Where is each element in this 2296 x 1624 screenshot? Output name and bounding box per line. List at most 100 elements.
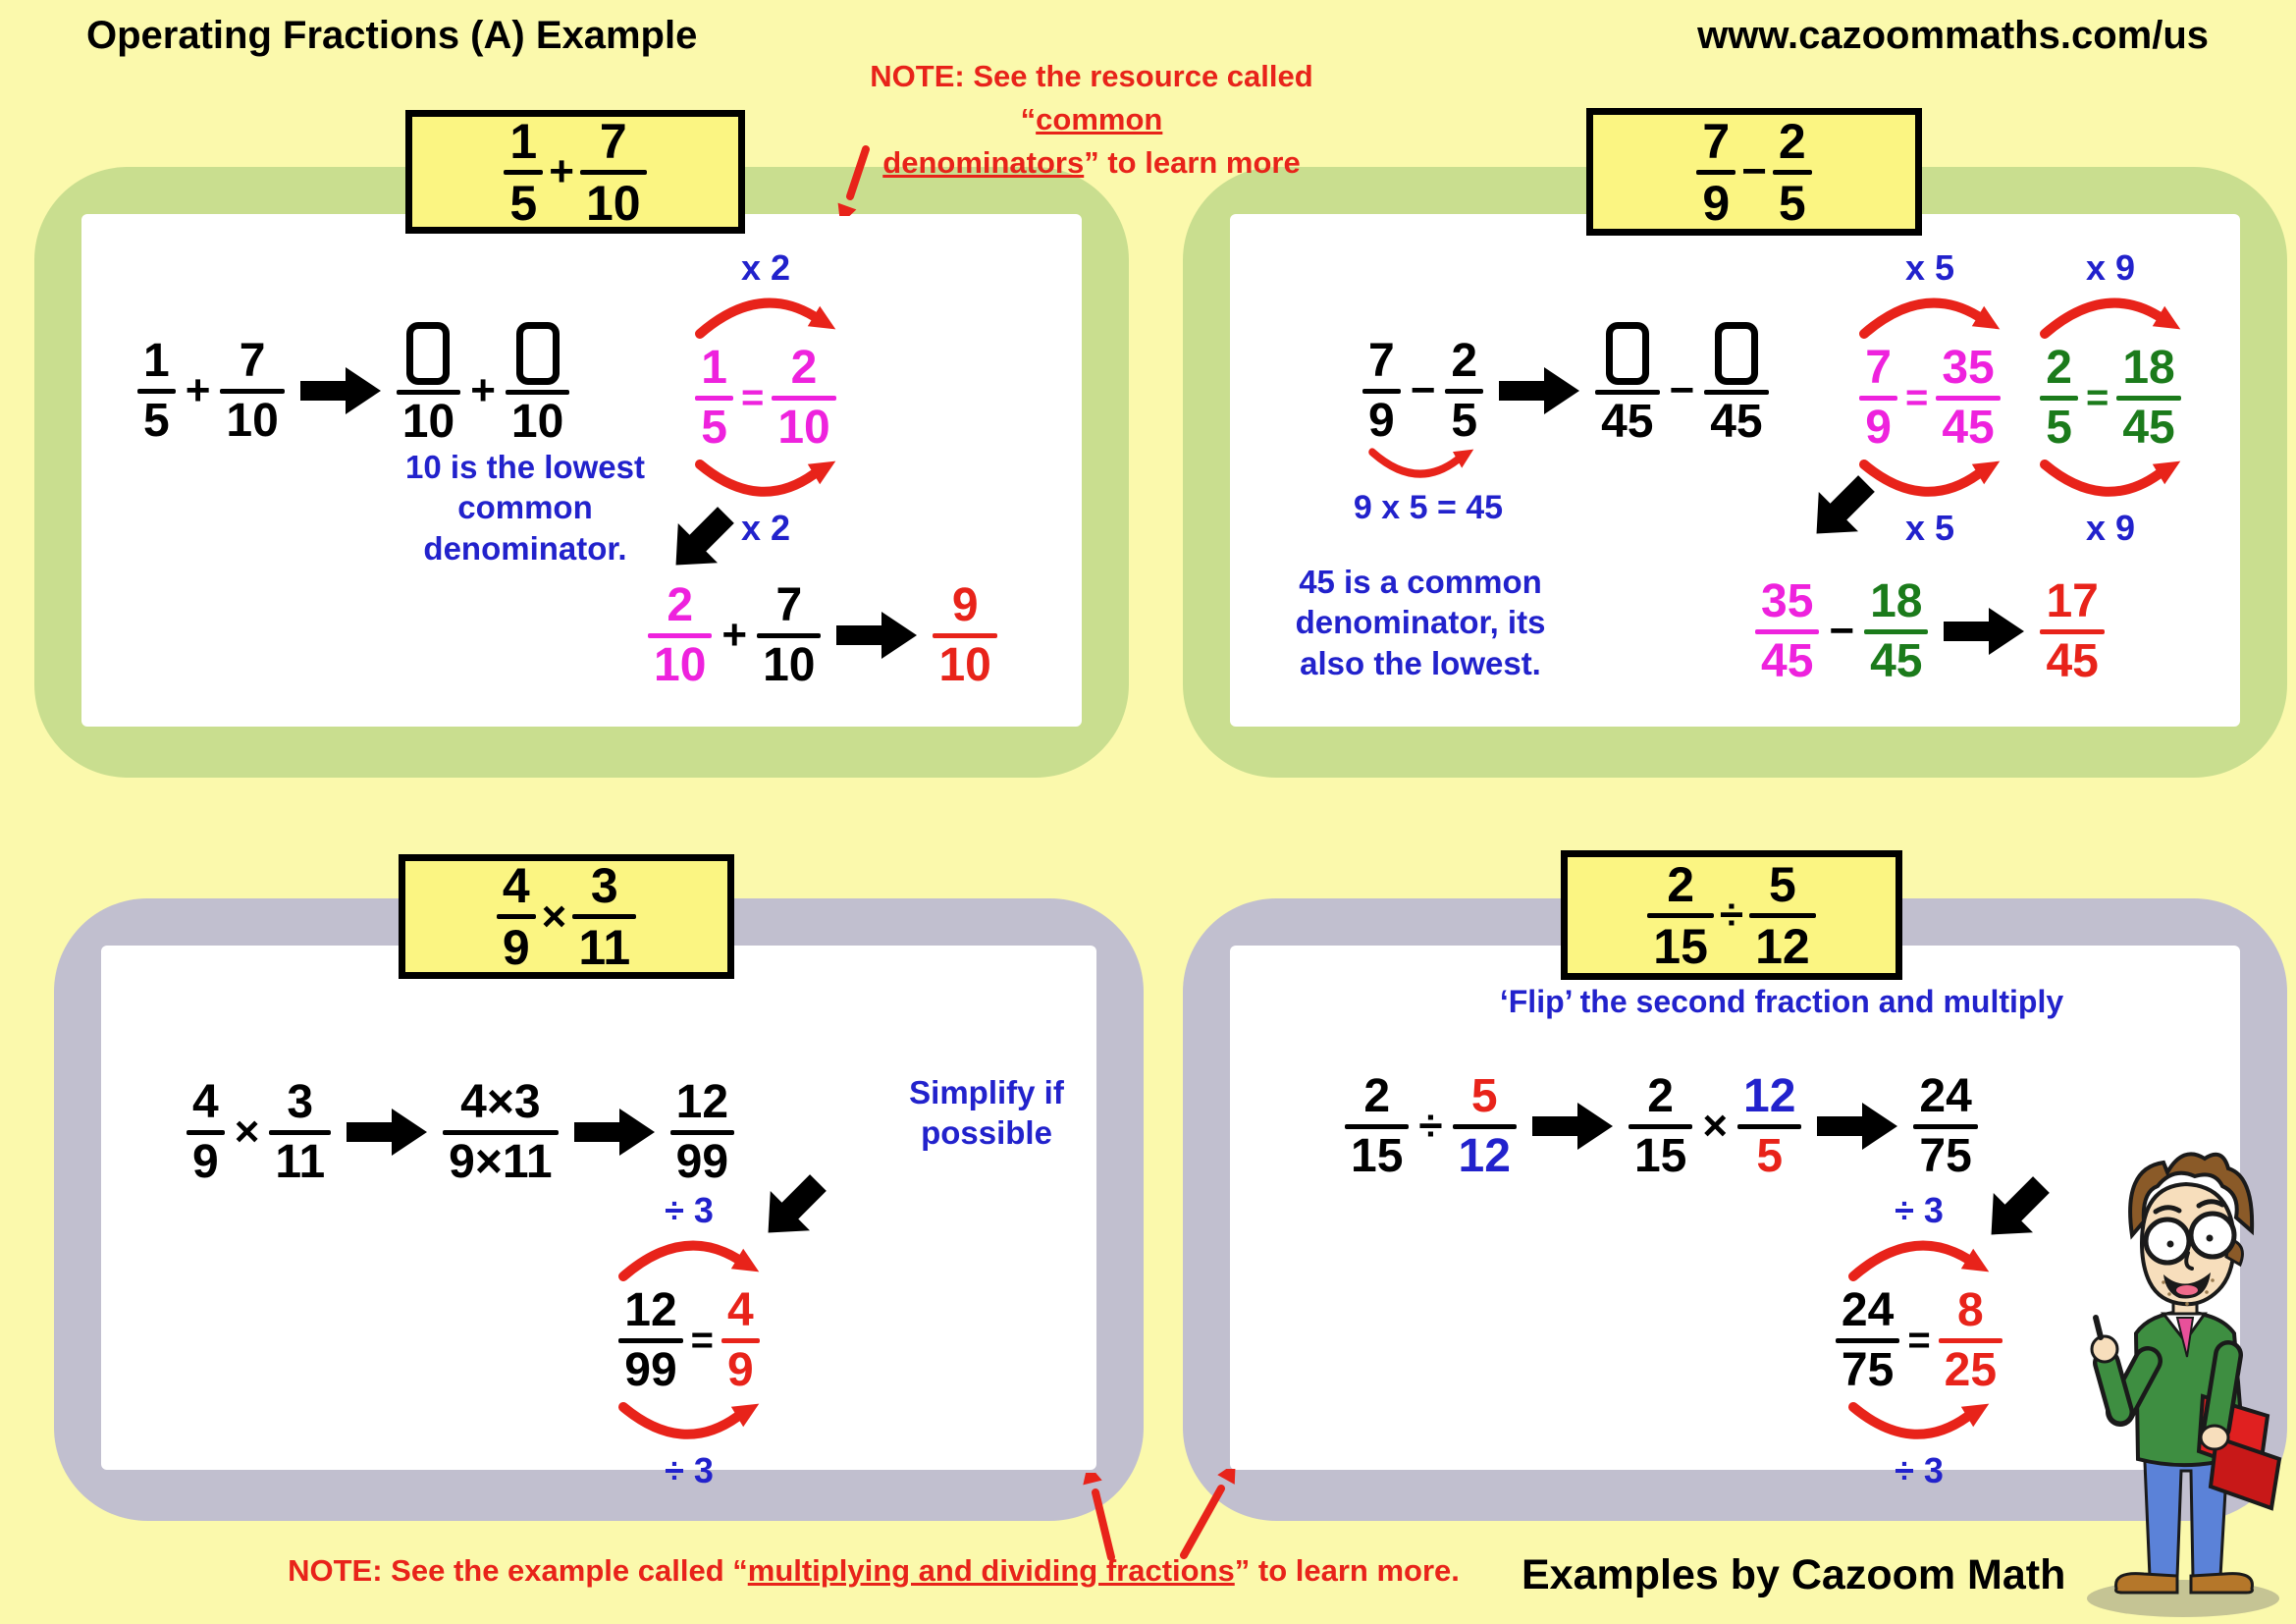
curve-arrow-icon (2037, 457, 2184, 506)
fraction-with-empty-box: 45 (1595, 322, 1660, 447)
curve-arrow-icon (1366, 446, 1476, 485)
fraction-with-empty-box: 10 (505, 322, 570, 447)
empty-box (515, 322, 560, 385)
empty-box (406, 322, 451, 385)
note-bottom: NOTE: See the example called “multiplyin… (288, 1553, 1460, 1588)
equals-sign: = (1904, 375, 1929, 419)
multiplier-label: x 2 (740, 507, 791, 548)
down-left-arrow-icon (654, 493, 748, 587)
multiplier-label: x 2 (740, 247, 791, 288)
right-arrow-icon (1499, 364, 1580, 417)
divisor-label: ÷ 3 (665, 1449, 714, 1490)
equals-sign: = (690, 1318, 715, 1362)
note-bottom-arrow-icon (1083, 1473, 1115, 1561)
curve-arrow-icon (1856, 457, 2003, 506)
right-arrow-icon (573, 1106, 655, 1159)
curve-arrow-icon (615, 1233, 763, 1282)
note-top-arrow-icon (837, 145, 870, 216)
right-arrow-icon (1944, 605, 2025, 658)
operator: − (1741, 147, 1767, 195)
operator: − (1410, 366, 1436, 415)
operator: + (721, 611, 748, 660)
divisor-label: ÷ 3 (1895, 1449, 1944, 1490)
teacher-cartoon-illustration (2087, 1152, 2282, 1617)
panel-division (1183, 898, 2287, 1521)
operator: − (1669, 366, 1695, 415)
caption-lowest-common-denominator: 10 is the lowest common denominator. (405, 449, 645, 567)
equals-sign: = (740, 375, 765, 419)
fraction-with-empty-box: 45 (1704, 322, 1769, 447)
footer-credit: Examples by Cazoom Math (1522, 1551, 2066, 1598)
multiplier-label: x 9 (2085, 247, 2136, 288)
operator: + (470, 366, 496, 415)
equals-sign: = (1907, 1318, 1931, 1362)
operator: − (1829, 607, 1855, 656)
panel-addition (34, 167, 1129, 778)
empty-box (1714, 322, 1758, 385)
operator: × (1702, 1102, 1729, 1151)
right-arrow-icon (1817, 1100, 1898, 1153)
operator: ÷ (1418, 1102, 1443, 1151)
curve-arrow-icon (692, 457, 839, 506)
down-left-arrow-icon (1969, 1163, 2063, 1257)
right-arrow-icon (836, 609, 918, 662)
operator: + (549, 147, 574, 195)
curve-arrow-icon (1856, 291, 2003, 340)
panel-multiplication (54, 898, 1144, 1521)
equals-sign: = (2085, 375, 2109, 419)
divisor-label: ÷ 3 (665, 1190, 714, 1230)
divisor-label: ÷ 3 (1895, 1190, 1944, 1230)
operator: ÷ (1719, 891, 1744, 939)
down-left-arrow-icon (746, 1161, 840, 1255)
multiplier-label: x 5 (1904, 507, 1955, 548)
panel-subtraction (1183, 167, 2287, 778)
down-left-arrow-icon (1794, 461, 1889, 556)
panel-multiplication-whiteboard (101, 946, 1096, 1470)
operator: + (185, 366, 211, 415)
curve-arrow-icon (1845, 1233, 1993, 1282)
